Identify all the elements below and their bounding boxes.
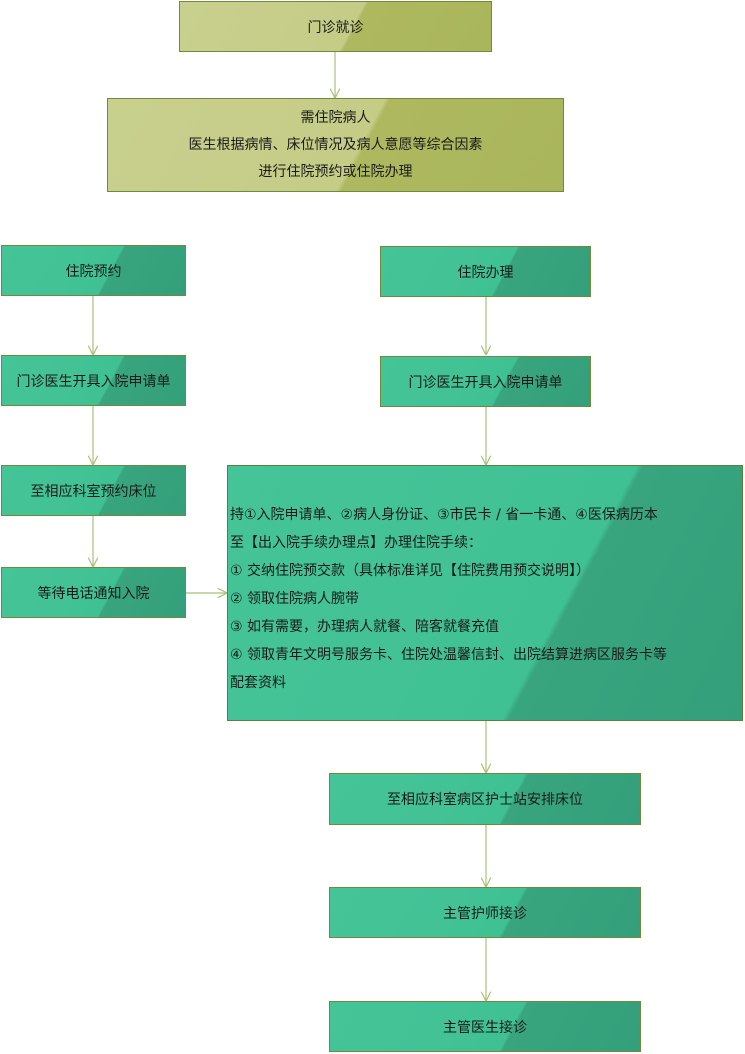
nurse-station-node: 至相应科室病区护士站安排床位 xyxy=(329,773,641,825)
reservation-node: 住院预约 xyxy=(1,245,186,296)
head-nurse-node: 主管护师接诊 xyxy=(329,887,641,938)
procedures-line-1: 持①入院申请单、②病人身份证、③市民卡 / 省一卡通、④医保病历本 xyxy=(230,507,658,523)
reservation-label: 住院预约 xyxy=(65,263,122,280)
procedures-line-5: ③ 如有需要，办理病人就餐、陪客就餐充值 xyxy=(230,619,499,635)
need-admission-line-1: 需住院病人 xyxy=(300,109,371,126)
left-request-label: 门诊医生开具入院申请单 xyxy=(16,373,171,390)
left-request-node: 门诊医生开具入院申请单 xyxy=(1,355,186,406)
head-nurse-label: 主管护师接诊 xyxy=(443,905,527,922)
procedures-line-7: 配套资料 xyxy=(230,675,286,691)
procedures-line-2: 至【出入院手续办理点】办理住院手续： xyxy=(230,535,482,551)
procedures-node: 持①入院申请单、②病人身份证、③市民卡 / 省一卡通、④医保病历本 至【出入院手… xyxy=(227,465,743,721)
procedures-line-3: ① 交纳住院预交款（具体标准详见【住院费用预交说明】） xyxy=(230,563,590,579)
procedures-line-4: ② 领取住院病人腕带 xyxy=(230,591,360,607)
outpatient-label: 门诊就诊 xyxy=(307,19,364,36)
right-request-node: 门诊医生开具入院申请单 xyxy=(380,356,591,407)
procedures-line-6: ④ 领取青年文明号服务卡、住院处温馨信封、出院结算进病区服务卡等 xyxy=(230,647,667,663)
reserve-bed-label: 至相应科室预约床位 xyxy=(30,483,157,500)
admission-node: 住院办理 xyxy=(380,246,591,297)
wait-call-node: 等待电话通知入院 xyxy=(1,567,186,618)
need-admission-line-3: 进行住院预约或住院办理 xyxy=(258,163,413,180)
need-admission-node: 需住院病人 医生根据病情、床位情况及病人意愿等综合因素 进行住院预约或住院办理 xyxy=(107,98,564,192)
admission-label: 住院办理 xyxy=(457,264,514,281)
outpatient-node: 门诊就诊 xyxy=(179,1,492,52)
nurse-station-label: 至相应科室病区护士站安排床位 xyxy=(387,792,583,808)
attending-doctor-node: 主管医生接诊 xyxy=(329,1001,641,1052)
need-admission-line-2: 医生根据病情、床位情况及病人意愿等综合因素 xyxy=(188,136,483,153)
attending-doctor-label: 主管医生接诊 xyxy=(443,1019,527,1036)
right-request-label: 门诊医生开具入院申请单 xyxy=(408,374,563,391)
wait-call-label: 等待电话通知入院 xyxy=(37,585,150,602)
reserve-bed-node: 至相应科室预约床位 xyxy=(1,465,186,516)
